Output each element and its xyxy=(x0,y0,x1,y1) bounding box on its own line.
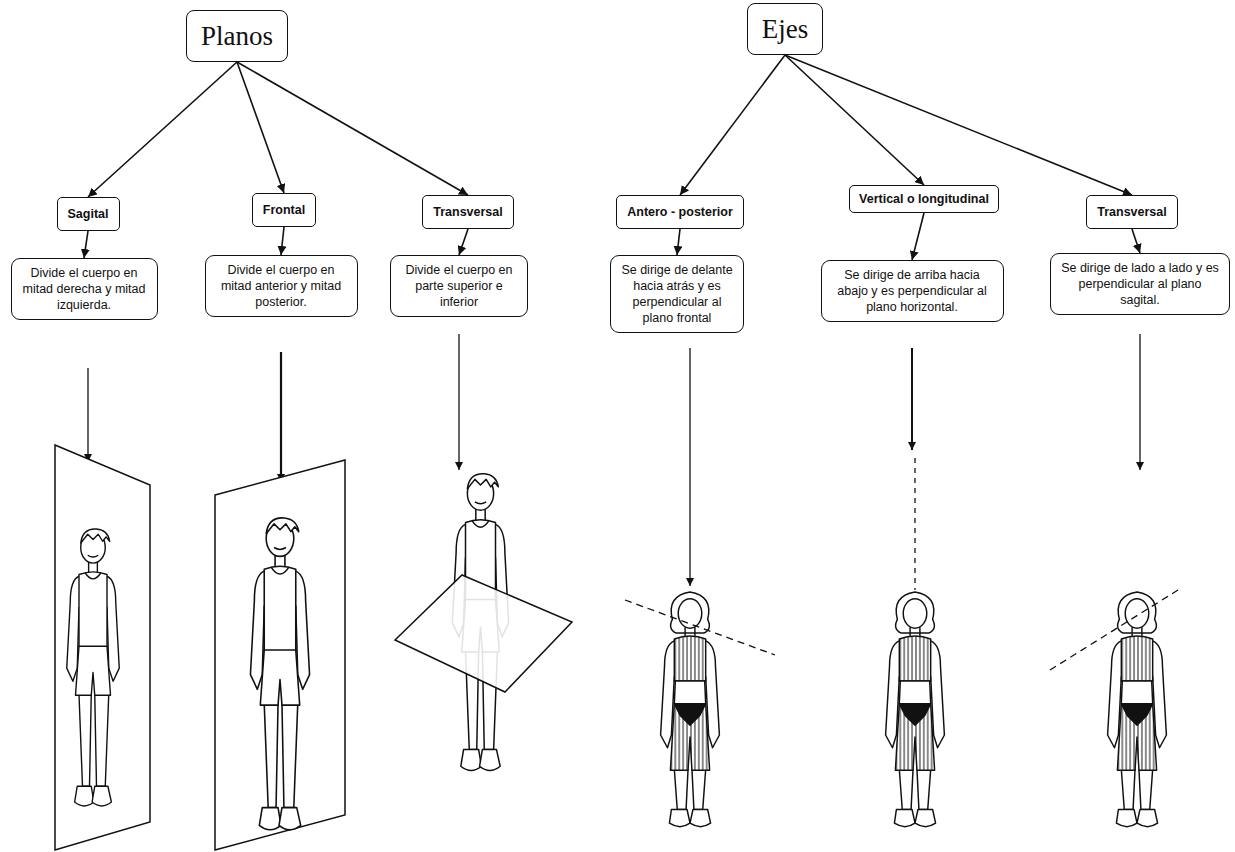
description-box: Se dirige de delante hacia atrás y es pe… xyxy=(610,255,744,333)
woman-figure xyxy=(1108,592,1167,827)
woman-figure xyxy=(886,592,945,827)
leader-line xyxy=(280,352,282,482)
box-text: Frontal xyxy=(263,202,305,218)
box-text: Divide el cuerpo en parte superior e inf… xyxy=(397,262,521,310)
description-box: Se dirige de lado a lado y es perpendicu… xyxy=(1050,253,1230,315)
root-box: Planos xyxy=(186,10,288,62)
box-text: Antero - posterior xyxy=(627,204,733,220)
axis-line xyxy=(1050,590,1178,670)
description-box: Se dirige de arriba hacia abajo y es per… xyxy=(821,260,1004,322)
frontal-plane xyxy=(215,460,345,850)
category-box: Antero - posterior xyxy=(616,195,744,229)
transverse-plane xyxy=(395,575,572,692)
man-figure xyxy=(67,529,120,806)
box-text: Divide el cuerpo en mitad anterior y mit… xyxy=(212,262,351,310)
category-box: Vertical o longitudinal xyxy=(849,185,999,213)
leader-line xyxy=(87,368,88,462)
connector-arrow xyxy=(1132,229,1140,253)
root-box: Ejes xyxy=(747,3,824,55)
box-text: Se dirige de lado a lado y es perpendicu… xyxy=(1057,260,1223,308)
leader-line xyxy=(1139,334,1140,470)
category-box: Transversal xyxy=(422,195,514,229)
box-text: Transversal xyxy=(1097,204,1167,220)
connector-arrow xyxy=(785,55,1132,195)
man-figure xyxy=(250,518,309,830)
box-text: Ejes xyxy=(762,13,809,45)
box-text: Planos xyxy=(201,20,273,52)
connector-arrow xyxy=(281,227,284,255)
connector-arrow xyxy=(237,62,284,193)
connector-arrow xyxy=(912,213,924,260)
woman-figure xyxy=(661,592,720,827)
description-box: Divide el cuerpo en parte superior e inf… xyxy=(390,255,528,317)
axis-line xyxy=(625,600,775,655)
description-box: Divide el cuerpo en mitad anterior y mit… xyxy=(205,255,358,317)
connector-arrow xyxy=(84,231,88,258)
leader-line xyxy=(458,334,459,470)
connector-arrow xyxy=(459,229,468,255)
description-box: Divide el cuerpo en mitad derecha y mita… xyxy=(11,258,158,320)
connector-arrow xyxy=(237,62,468,195)
box-text: Divide el cuerpo en mitad derecha y mita… xyxy=(18,265,151,313)
category-box: Transversal xyxy=(1086,195,1178,229)
box-text: Vertical o longitudinal xyxy=(856,191,992,207)
box-text: Transversal xyxy=(433,204,503,220)
connector-arrow xyxy=(88,62,237,197)
sagittal-plane xyxy=(55,445,150,850)
leader-line xyxy=(911,348,913,450)
axis-line xyxy=(914,458,915,590)
box-text: Se dirige de arriba hacia abajo y es per… xyxy=(828,267,997,315)
connector-arrow xyxy=(680,55,785,195)
connector-arrow xyxy=(785,55,924,185)
category-box: Frontal xyxy=(252,193,316,227)
category-box: Sagital xyxy=(57,197,120,231)
box-text: Sagital xyxy=(68,206,109,222)
connector-arrow xyxy=(677,229,680,255)
leader-line xyxy=(689,348,690,586)
box-text: Se dirige de delante hacia atrás y es pe… xyxy=(617,262,737,326)
